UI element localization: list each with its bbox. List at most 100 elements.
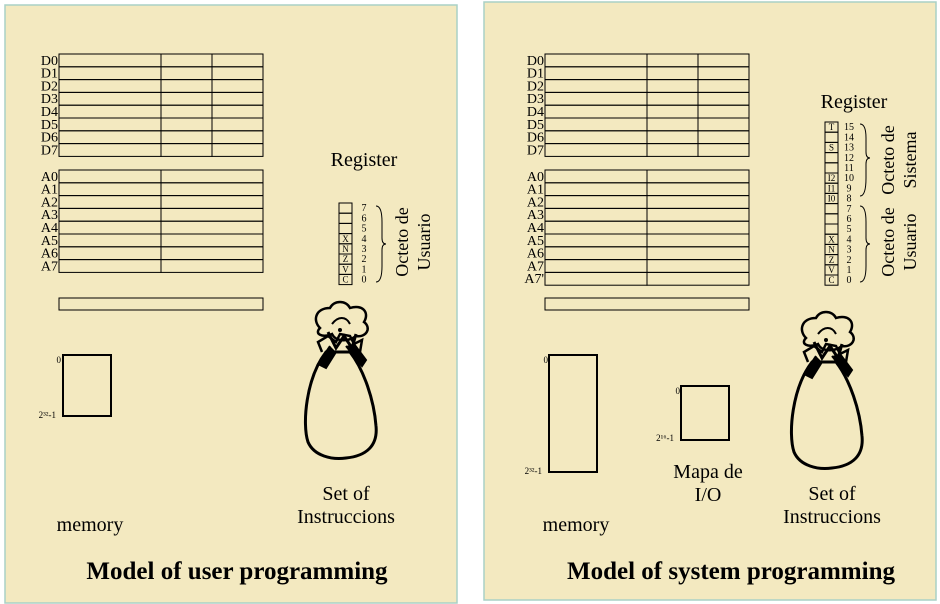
- flag-name: T: [829, 122, 835, 132]
- register-name: A4: [41, 221, 58, 236]
- memory-block: [548, 354, 598, 473]
- bit-number: 12: [844, 153, 854, 164]
- user-octet-label-line1: Octeto de: [878, 207, 898, 276]
- register-name: A4: [527, 221, 544, 236]
- register-name: A1: [527, 183, 544, 198]
- register-name: A2: [527, 195, 544, 210]
- bit-number: 6: [362, 213, 367, 224]
- flag-name: Z: [829, 255, 835, 265]
- system-octet-label-line2: Sistema: [900, 131, 920, 188]
- register-cell: [211, 143, 264, 157]
- register-name: A5: [527, 234, 544, 249]
- register-name: D5: [41, 118, 58, 133]
- register-row: D3: [41, 91, 264, 107]
- bit-number: 15: [844, 122, 854, 133]
- register-name: D2: [41, 79, 58, 94]
- user-octet-label-line2: Usuario: [900, 214, 920, 271]
- bit-number: 1: [362, 264, 367, 275]
- register-name: A2: [41, 195, 58, 210]
- bit-number: 9: [847, 183, 852, 194]
- memory-bottom-address: 2³²-1: [39, 410, 56, 420]
- register-name: D2: [527, 79, 544, 94]
- register-name: D3: [41, 92, 58, 107]
- flag-name: Z: [343, 254, 349, 264]
- register-cell: [697, 143, 750, 157]
- register-row: D7: [527, 143, 750, 158]
- register-name: D6: [527, 131, 544, 146]
- bit-number: 2: [362, 254, 367, 265]
- flag-name: C: [342, 275, 348, 285]
- bit-number: 5: [362, 224, 367, 235]
- register-label: Register: [821, 91, 888, 113]
- bit-number: 1: [847, 265, 852, 276]
- register-name: A7: [527, 259, 544, 274]
- register-name: D7: [41, 143, 58, 158]
- register-row: D5: [527, 117, 750, 133]
- bit-number: 3: [847, 245, 852, 256]
- memory-block: [62, 354, 112, 417]
- user-octet-label-line2: Usuario: [414, 214, 434, 271]
- bit-number: 6: [847, 214, 852, 225]
- memory-top-address: 0: [544, 355, 549, 365]
- register-name: A6: [41, 247, 58, 262]
- register-label: Register: [331, 149, 398, 171]
- flag-name: N: [828, 245, 835, 255]
- register-name: D1: [527, 67, 544, 82]
- flag-name: X: [828, 234, 835, 244]
- user-model-title: Model of user programming: [86, 558, 388, 585]
- bit-number: 0: [847, 275, 852, 286]
- register-row: D7: [41, 143, 264, 158]
- instruction-set-label-line2: Instruccions: [297, 506, 395, 528]
- bit-number: 0: [362, 275, 367, 286]
- register-name: A3: [41, 208, 58, 223]
- register-name: D4: [41, 105, 58, 120]
- bit-number: 4: [847, 234, 852, 245]
- register-name: A7: [41, 259, 58, 274]
- flag-name: V: [828, 265, 835, 275]
- flag-name: S: [829, 143, 834, 153]
- register-name: D6: [41, 131, 58, 146]
- memory-top-address: 0: [57, 355, 62, 365]
- register-name: A3: [527, 208, 544, 223]
- io-map-block: [680, 385, 730, 441]
- register-row: D1: [527, 66, 750, 82]
- flag-name: X: [342, 234, 349, 244]
- register-name: A0: [527, 170, 544, 185]
- register-name: D0: [527, 54, 544, 69]
- memory-bottom-address: 2³²-1: [525, 466, 542, 476]
- bit-number: 10: [844, 173, 854, 184]
- flag-name: I0: [828, 194, 836, 204]
- bit-box: [338, 273, 353, 286]
- bit-number: 13: [844, 143, 854, 154]
- system-octet-brace: [859, 123, 871, 197]
- register-name: A1: [41, 183, 58, 198]
- io-bottom-address: 2¹⁶-1: [656, 433, 674, 443]
- user-octet-label-line1: Octeto de: [392, 207, 412, 276]
- bit-number: 7: [362, 203, 367, 214]
- program-counter-register: [544, 297, 750, 311]
- program-counter-register: [58, 297, 264, 311]
- register-row: A7': [524, 271, 750, 287]
- bit-number: 3: [362, 244, 367, 255]
- flag-name: I1: [828, 183, 836, 193]
- io-map-label-line1: Mapa de: [673, 461, 743, 483]
- register-name: D7: [527, 143, 544, 158]
- register-row: A4: [527, 220, 750, 236]
- register-name: A5: [41, 234, 58, 249]
- instruction-set-label-line1: Set of: [808, 483, 856, 505]
- flag-name: N: [342, 244, 349, 254]
- register-name: D4: [527, 105, 544, 120]
- bit-number: 11: [844, 163, 854, 174]
- register-name: D1: [41, 67, 58, 82]
- register-name: D0: [41, 54, 58, 69]
- bit-number: 7: [847, 204, 852, 215]
- memory-label: memory: [57, 514, 124, 536]
- instruction-set-label-line1: Set of: [322, 483, 370, 505]
- bit-box: [824, 274, 839, 286]
